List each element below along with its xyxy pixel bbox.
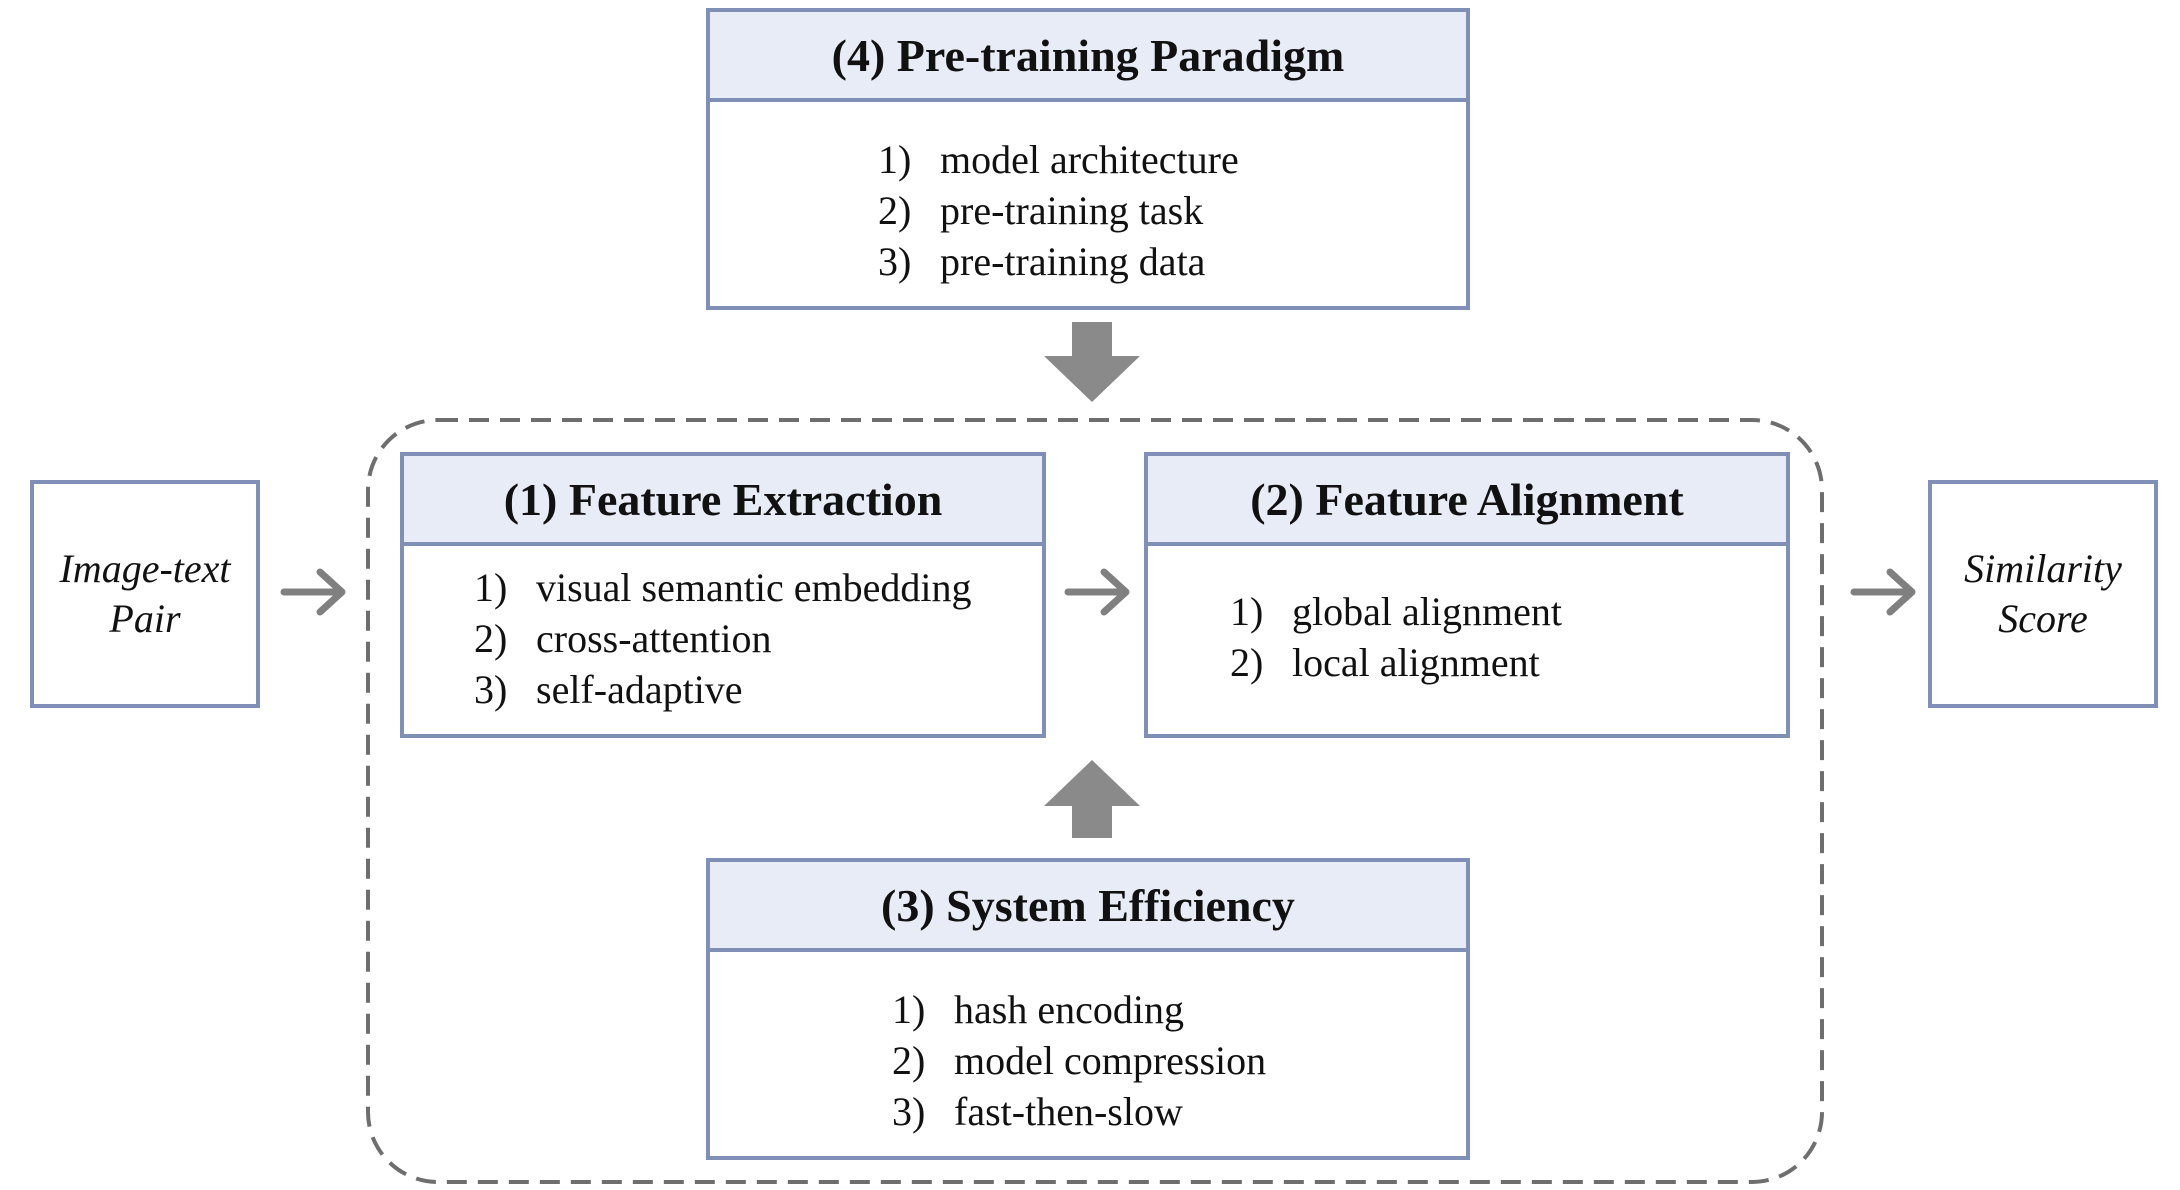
feature-extraction-title: (1) Feature Extraction xyxy=(404,456,1042,546)
pretraining-paradigm-title: (4) Pre-training Paradigm xyxy=(710,12,1466,102)
list-item: 3)fast-then-slow xyxy=(892,1089,1183,1134)
list-item: 1)global alignment xyxy=(1230,589,1562,634)
feature-alignment-title: (2) Feature Alignment xyxy=(1148,456,1786,546)
list-item: 2)local alignment xyxy=(1230,640,1540,685)
output-label-line1: Similarity xyxy=(1964,546,2122,591)
feature-extraction-list: 1)visual semantic embedding 2)cross-atte… xyxy=(474,562,971,715)
arrow-right-input-to-extraction xyxy=(280,568,346,616)
pretraining-paradigm-list: 1)model architecture 2)pre-training task… xyxy=(878,134,1239,287)
input-label-line1: Image-text xyxy=(59,546,231,591)
arrow-right-alignment-to-output xyxy=(1850,568,1916,616)
core-modules-group-border xyxy=(366,418,1824,1184)
arrow-down-pretraining-to-core xyxy=(1044,322,1140,402)
feature-extraction-box: (1) Feature Extraction 1)visual semantic… xyxy=(400,452,1046,738)
list-item: 1)hash encoding xyxy=(892,987,1184,1032)
input-label-line2: Pair xyxy=(109,596,181,641)
list-item: 1)visual semantic embedding xyxy=(474,565,972,610)
feature-alignment-box: (2) Feature Alignment 1)global alignment… xyxy=(1144,452,1790,738)
list-item: 1)model architecture xyxy=(878,137,1239,182)
system-efficiency-title: (3) System Efficiency xyxy=(710,862,1466,952)
list-item: 3)pre-training data xyxy=(878,239,1206,284)
output-label-line2: Score xyxy=(1998,596,2088,641)
list-item: 2)pre-training task xyxy=(878,188,1204,233)
list-item: 2)cross-attention xyxy=(474,616,772,661)
list-item: 3)self-adaptive xyxy=(474,667,743,712)
arrow-up-efficiency-to-core xyxy=(1044,760,1140,838)
pretraining-paradigm-box: (4) Pre-training Paradigm 1)model archit… xyxy=(706,8,1470,310)
arrow-right-extraction-to-alignment xyxy=(1064,568,1130,616)
feature-alignment-list: 1)global alignment 2)local alignment xyxy=(1230,586,1562,688)
system-efficiency-box: (3) System Efficiency 1)hash encoding 2)… xyxy=(706,858,1470,1160)
list-item: 2)model compression xyxy=(892,1038,1267,1083)
system-efficiency-list: 1)hash encoding 2)model compression 3)fa… xyxy=(892,984,1266,1137)
